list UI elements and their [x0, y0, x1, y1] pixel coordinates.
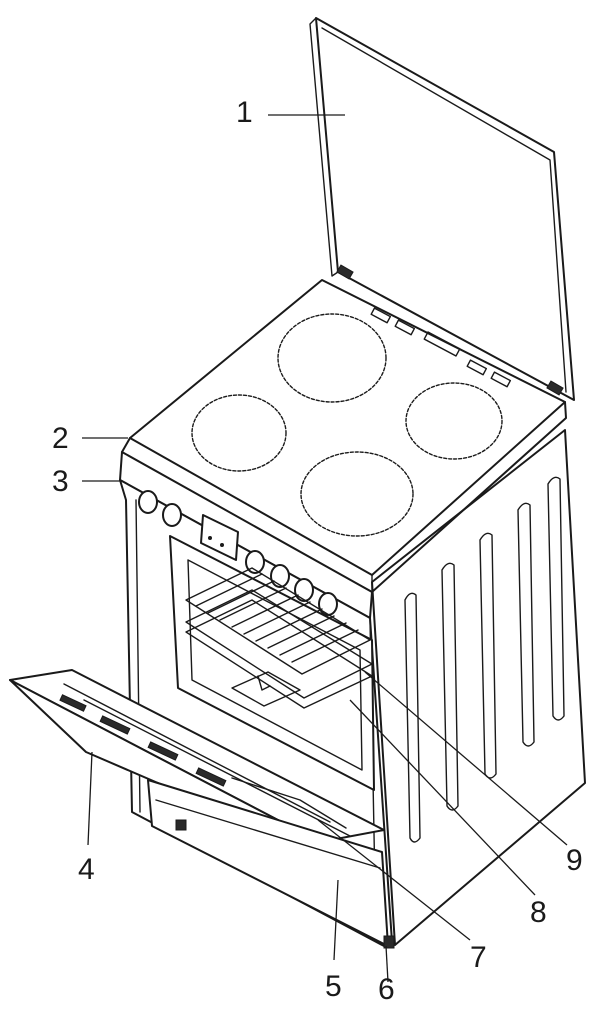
leader-lines	[82, 114, 568, 983]
callout-9: 9	[566, 844, 583, 877]
callout-7: 7	[470, 941, 487, 974]
lid	[309, 17, 575, 401]
callout-2: 2	[52, 422, 69, 455]
callout-4: 4	[78, 853, 95, 886]
callout-6: 6	[378, 973, 395, 1006]
feet	[175, 819, 395, 949]
callout-1: 1	[236, 96, 253, 129]
callout-8: 8	[530, 896, 547, 929]
callout-3: 3	[52, 465, 69, 498]
oven-cavity	[169, 535, 375, 791]
callout-5: 5	[325, 970, 342, 1003]
